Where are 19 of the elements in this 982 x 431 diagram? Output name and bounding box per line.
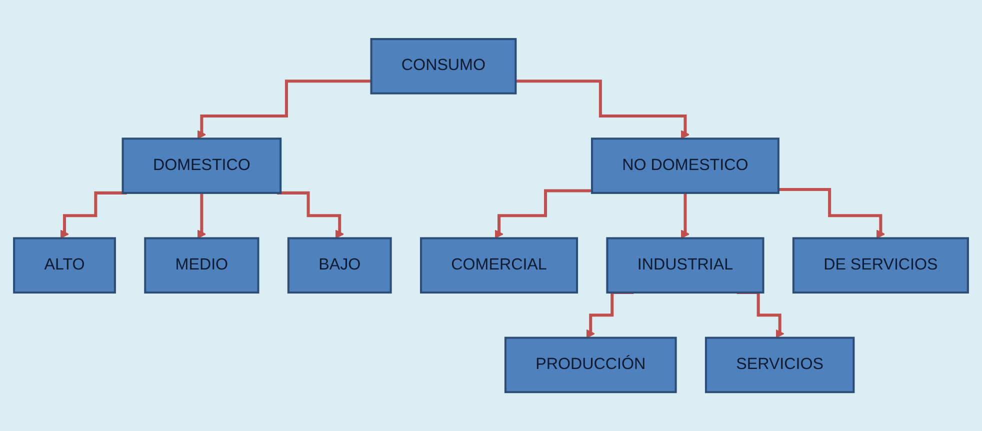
arrow <box>276 191 344 239</box>
node-box: NO DOMESTICO <box>591 138 780 194</box>
arrow <box>197 79 372 139</box>
arrow <box>60 191 127 239</box>
node-box: DOMESTICO <box>122 138 282 194</box>
arrow <box>516 79 690 139</box>
node-box: PRODUCCIÓN <box>504 336 677 394</box>
node-box: SERVICIOS <box>704 336 855 394</box>
node-box: BAJO <box>287 237 392 294</box>
node-box: CONSUMO <box>370 38 517 94</box>
node-box: MEDIO <box>144 237 260 294</box>
arrow <box>494 189 592 239</box>
node-box: ALTO <box>13 237 116 294</box>
arrow <box>680 191 690 239</box>
arrow <box>778 188 886 239</box>
node-box: DE SERVICIOS <box>792 237 969 294</box>
node-box: INDUSTRIAL <box>606 237 764 294</box>
node-box: COMERCIAL <box>420 237 578 294</box>
arrow <box>197 191 206 239</box>
